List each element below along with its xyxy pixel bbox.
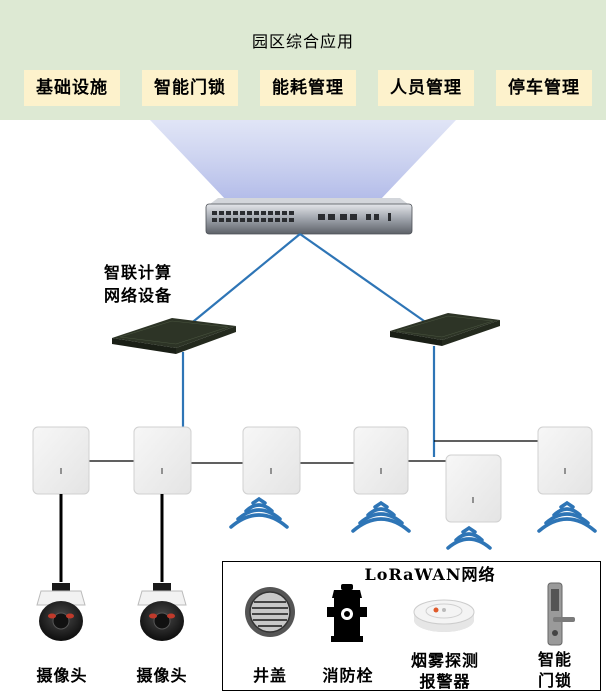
- edge-device-right-icon: [390, 313, 500, 346]
- access-point-2-icon: [133, 426, 192, 495]
- smart-lock-label-line1: 智能: [537, 650, 572, 669]
- wireless-signal-icon: [229, 496, 597, 550]
- access-point-6-icon: [537, 426, 593, 495]
- app-tab-parking: 停车管理: [496, 70, 592, 106]
- dome-camera-2-icon: [137, 583, 187, 641]
- hydrant-label: 消防栓: [322, 666, 374, 685]
- lorawan-area: [222, 561, 601, 691]
- access-point-4-icon: [353, 426, 409, 495]
- app-tab-smart-lock: 智能门锁: [142, 70, 238, 106]
- uplink-left: [182, 233, 301, 331]
- application-banner: 园区综合应用 基础设施 智能门锁 能耗管理 人员管理 停车管理: [0, 0, 606, 120]
- smoke-detector-label-line1: 烟雾探测: [410, 651, 479, 670]
- access-point-5-icon: [445, 454, 502, 523]
- lorawan-label: LoRaWAN网络: [364, 565, 496, 584]
- smoke-detector-label-line2: 报警器: [419, 672, 471, 691]
- access-point-3-icon: [242, 426, 301, 495]
- app-tab-personnel: 人员管理: [378, 70, 474, 106]
- camera-2-label: 摄像头: [136, 666, 188, 685]
- uplink-right: [299, 233, 435, 329]
- fire-hydrant-icon: [327, 584, 367, 642]
- app-tab-infrastructure: 基础设施: [24, 70, 120, 106]
- core-switch-icon: [205, 198, 413, 235]
- smart-lock-icon: [547, 582, 575, 646]
- dome-camera-1-icon: [36, 583, 86, 641]
- edge-device-label-line2: 网络设备: [104, 286, 173, 305]
- smoke-detector-icon: [413, 599, 475, 632]
- uplink-beam: [150, 120, 456, 200]
- access-point-1-icon: [32, 426, 90, 495]
- banner-title: 园区综合应用: [251, 32, 354, 51]
- app-tab-energy: 能耗管理: [260, 70, 356, 106]
- edge-device-left-icon: [112, 318, 236, 354]
- camera-1-label: 摄像头: [36, 666, 88, 685]
- manhole-label: 井盖: [252, 666, 287, 685]
- edge-device-label-line1: 智联计算: [104, 263, 173, 282]
- manhole-cover-icon: [245, 587, 295, 637]
- smart-lock-label-line2: 门锁: [537, 671, 572, 690]
